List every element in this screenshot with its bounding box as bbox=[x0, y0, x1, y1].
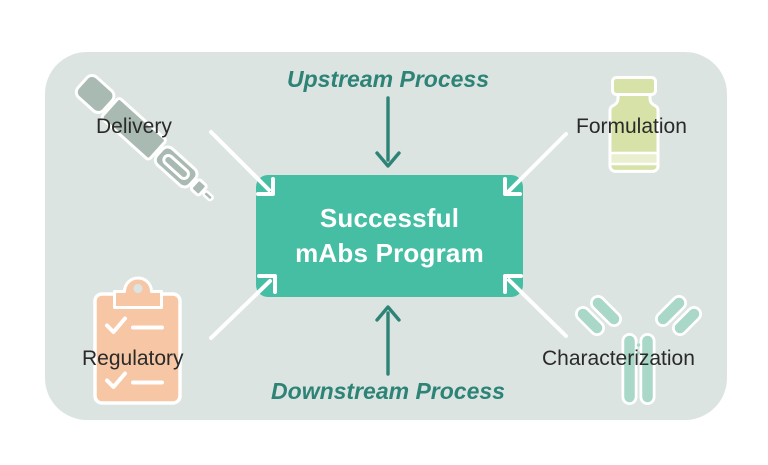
checkmark bbox=[105, 371, 127, 389]
factor-label-regulatory: Regulatory bbox=[82, 347, 184, 370]
connector-arrow-bottom-left-shaft bbox=[209, 279, 272, 340]
connector-arrow-top-right-shaft bbox=[507, 132, 568, 193]
connector-arrow-bottom-right-head bbox=[503, 274, 523, 294]
antibody-bond bbox=[636, 351, 641, 355]
antibody-bond bbox=[636, 343, 641, 347]
checkmark bbox=[105, 316, 127, 334]
upstream-process-label: Upstream Process bbox=[287, 66, 489, 92]
medicine-vial-icon bbox=[608, 76, 660, 173]
center-box-successful-mabs-program: Successful mAbs Program bbox=[256, 175, 523, 297]
connector-arrow-top-right-head bbox=[503, 177, 522, 196]
antibody-chains bbox=[577, 297, 700, 403]
pen-cap bbox=[74, 74, 116, 115]
center-box-line2: mAbs Program bbox=[295, 238, 484, 268]
clipboard-checklist-icon bbox=[93, 276, 182, 405]
connector-arrows bbox=[209, 130, 568, 340]
clipboard-clip-hole bbox=[133, 283, 143, 294]
factor-label-formulation: Formulation bbox=[576, 115, 687, 138]
pen-tip bbox=[189, 178, 208, 197]
pen-window bbox=[162, 153, 190, 180]
antibody-icon bbox=[575, 295, 702, 405]
vial-label-band bbox=[611, 153, 657, 164]
connector-arrow-top-left-head bbox=[256, 177, 275, 196]
pen-grip bbox=[153, 145, 199, 189]
upstream-arrow-head bbox=[375, 151, 401, 168]
process-arrows bbox=[375, 96, 401, 376]
autoinjector-pen-icon bbox=[74, 74, 214, 202]
center-box-line1: Successful bbox=[319, 203, 460, 233]
vial-cap bbox=[611, 76, 657, 96]
connector-arrow-bottom-left-head bbox=[257, 274, 277, 294]
downstream-arrow-head bbox=[375, 305, 401, 322]
downstream-process-label: Downstream Process bbox=[271, 378, 505, 404]
pen-body bbox=[100, 97, 167, 161]
connector-arrow-bottom-right-shaft bbox=[507, 278, 568, 338]
connector-arrow-top-left-shaft bbox=[209, 130, 271, 192]
factor-label-characterization: Characterization bbox=[542, 347, 695, 370]
pen-needle bbox=[202, 190, 214, 202]
factor-label-delivery: Delivery bbox=[96, 115, 172, 138]
clipboard-checklist-rows bbox=[105, 316, 164, 389]
